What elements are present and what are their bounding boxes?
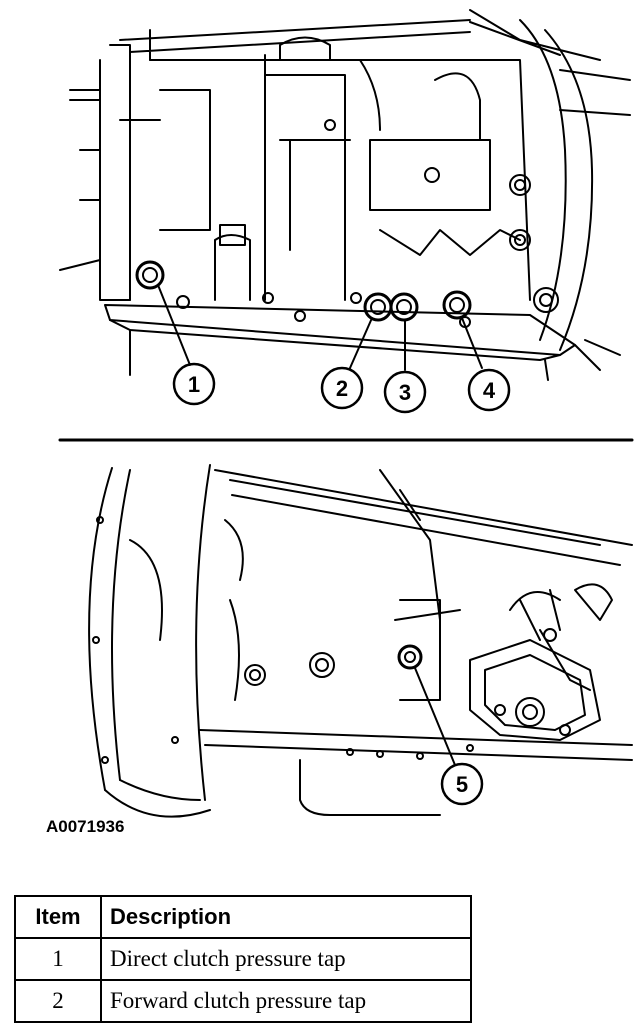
- legend-header-item: Item: [14, 895, 102, 939]
- figure-id: A0071936: [46, 817, 124, 836]
- callout-circle-3: [383, 370, 427, 414]
- legend-table: Item Description 1 Direct clutch pressur…: [14, 895, 472, 1023]
- leader-line-2: [349, 317, 373, 369]
- callout-circle-4: [467, 368, 511, 412]
- transmission-diagram: 1 2 3 4 5 A0071936: [46, 9, 634, 836]
- top-view-transmission: [59, 9, 631, 381]
- callout-circle-2: [320, 366, 364, 410]
- legend-item-number: 2: [14, 979, 102, 1023]
- legend-row: 1 Direct clutch pressure tap: [14, 937, 472, 981]
- bottom-view-transmission: [88, 464, 633, 818]
- callout-number-3: 3: [399, 380, 411, 405]
- callout-number-5: 5: [456, 772, 468, 797]
- legend-item-number: 1: [14, 937, 102, 981]
- leader-line-1: [157, 284, 191, 366]
- callout-number-2: 2: [336, 376, 348, 401]
- legend-item-description: Direct clutch pressure tap: [100, 937, 472, 981]
- leader-line-4: [461, 317, 483, 369]
- callout-circle-5: [440, 762, 484, 806]
- callout-circle-1: [172, 362, 216, 406]
- legend-row: 2 Forward clutch pressure tap: [14, 979, 472, 1023]
- callout-number-1: 1: [188, 372, 200, 397]
- leader-line-5: [414, 667, 456, 766]
- legend-header-row: Item Description: [14, 895, 472, 939]
- legend-item-description: Forward clutch pressure tap: [100, 979, 472, 1023]
- callout-number-4: 4: [483, 378, 496, 403]
- legend-header-description: Description: [100, 895, 472, 939]
